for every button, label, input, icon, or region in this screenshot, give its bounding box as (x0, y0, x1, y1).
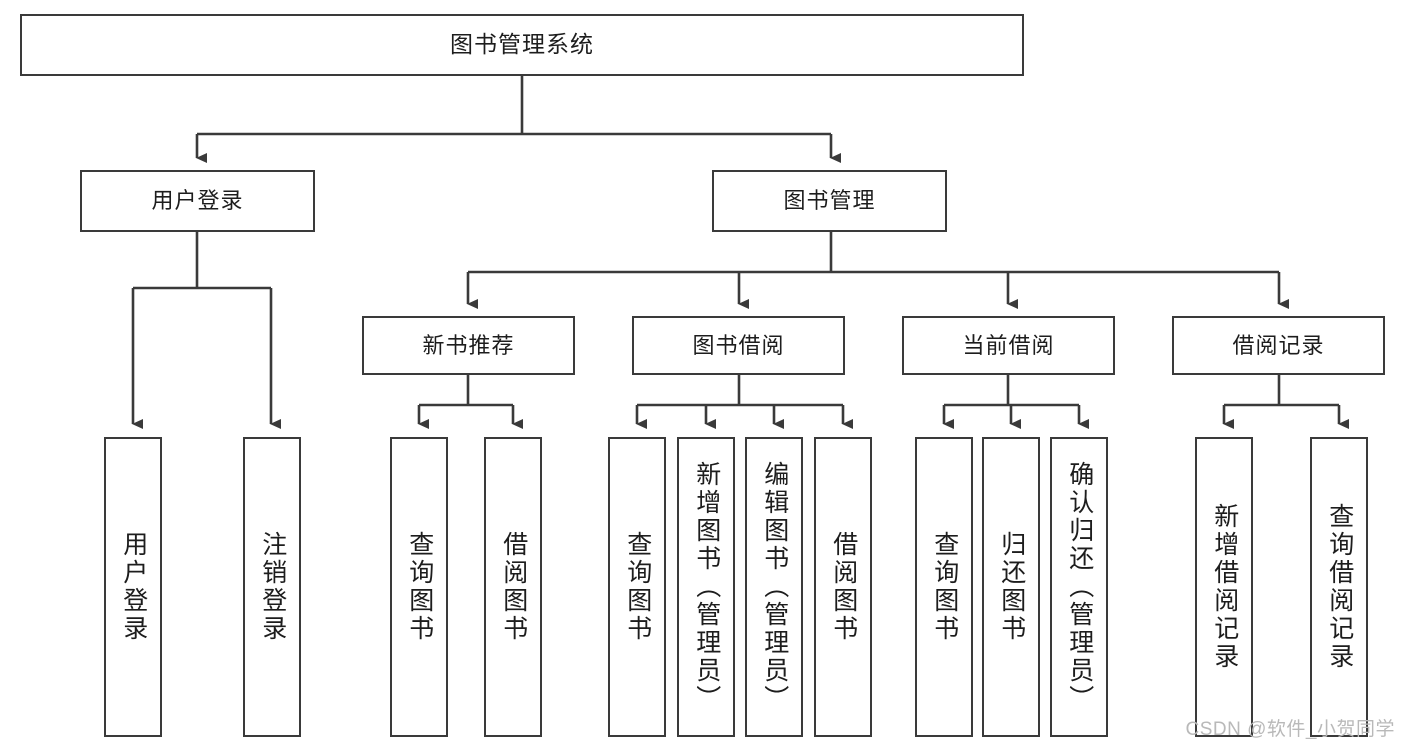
leaf-book-borrow-add[interactable]: 新增图书（管理员） (677, 437, 735, 737)
node-book-borrow[interactable]: 图书借阅 (632, 316, 845, 375)
node-new-book-recommend[interactable]: 新书推荐 (362, 316, 575, 375)
node-label: 用户登录 (119, 531, 148, 643)
node-label: 查询图书 (405, 531, 434, 643)
leaf-book-borrow-edit[interactable]: 编辑图书（管理员） (745, 437, 803, 737)
node-label: 图书管理系统 (450, 31, 594, 58)
leaf-user-login-login[interactable]: 用户登录 (104, 437, 162, 737)
leaf-current-borrow-return[interactable]: 归还图书 (982, 437, 1040, 737)
node-label: 注销登录 (258, 531, 287, 643)
node-book-management[interactable]: 图书管理 (712, 170, 947, 232)
node-label: 新增借阅记录 (1210, 503, 1239, 671)
node-label: 图书管理 (783, 188, 876, 214)
leaf-current-borrow-query[interactable]: 查询图书 (915, 437, 973, 737)
node-label: 借阅图书 (499, 531, 528, 643)
node-label: 新增图书（管理员） (692, 461, 721, 713)
node-label: 用户登录 (151, 188, 244, 214)
leaf-new-book-borrow[interactable]: 借阅图书 (484, 437, 542, 737)
node-label: 查询图书 (623, 531, 652, 643)
node-label: 查询借阅记录 (1325, 503, 1354, 671)
watermark: CSDN @软件_小贺同学 (1185, 719, 1395, 740)
leaf-borrow-record-query[interactable]: 查询借阅记录 (1310, 437, 1368, 737)
node-borrow-record[interactable]: 借阅记录 (1172, 316, 1385, 375)
node-label: 当前借阅 (962, 332, 1055, 358)
node-label: 借阅记录 (1232, 332, 1325, 358)
leaf-user-login-logout[interactable]: 注销登录 (243, 437, 301, 737)
node-label: 确认归还（管理员） (1065, 461, 1094, 713)
leaf-new-book-query[interactable]: 查询图书 (390, 437, 448, 737)
leaf-book-borrow-borrow[interactable]: 借阅图书 (814, 437, 872, 737)
leaf-borrow-record-add[interactable]: 新增借阅记录 (1195, 437, 1253, 737)
node-label: 查询图书 (930, 531, 959, 643)
node-user-login[interactable]: 用户登录 (80, 170, 315, 232)
node-label: 归还图书 (997, 531, 1026, 643)
node-label: 借阅图书 (829, 531, 858, 643)
node-label: 图书借阅 (692, 332, 785, 358)
node-current-borrow[interactable]: 当前借阅 (902, 316, 1115, 375)
node-label: 编辑图书（管理员） (760, 461, 789, 713)
leaf-current-borrow-confirm-return[interactable]: 确认归还（管理员） (1050, 437, 1108, 737)
leaf-book-borrow-query[interactable]: 查询图书 (608, 437, 666, 737)
node-label: 新书推荐 (422, 332, 515, 358)
node-root-system[interactable]: 图书管理系统 (20, 14, 1024, 76)
